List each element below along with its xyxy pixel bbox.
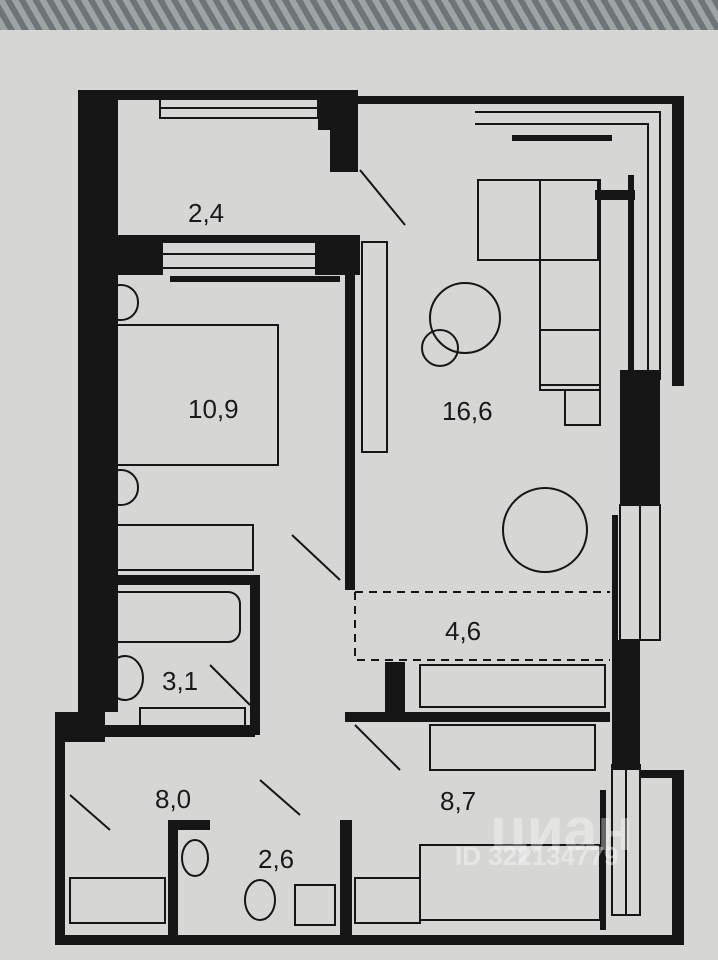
room-area-living-room: 16,6 — [442, 396, 493, 426]
room-area-bathroom: 3,1 — [162, 666, 198, 696]
room-area-kitchen: 4,6 — [445, 616, 481, 646]
room-area-room: 8,7 — [440, 786, 476, 816]
room-area-hallway: 8,0 — [155, 784, 191, 814]
room-area-toilet: 2,6 — [258, 844, 294, 874]
radiators — [170, 135, 634, 930]
room-area-balcony: 2,4 — [188, 198, 224, 228]
furniture — [69, 179, 606, 926]
door-swings — [69, 169, 406, 831]
room-labels: 2,4 10,9 16,6 4,6 3,1 8,0 2,6 8,7 — [155, 198, 493, 874]
watermark-brand: циан — [490, 796, 633, 863]
watermark-id: ID 322134779 — [455, 841, 618, 871]
room-area-bedroom: 10,9 — [188, 394, 239, 424]
kitchen-zone-boundary — [354, 591, 610, 661]
walls — [55, 90, 684, 945]
windows — [159, 97, 676, 916]
